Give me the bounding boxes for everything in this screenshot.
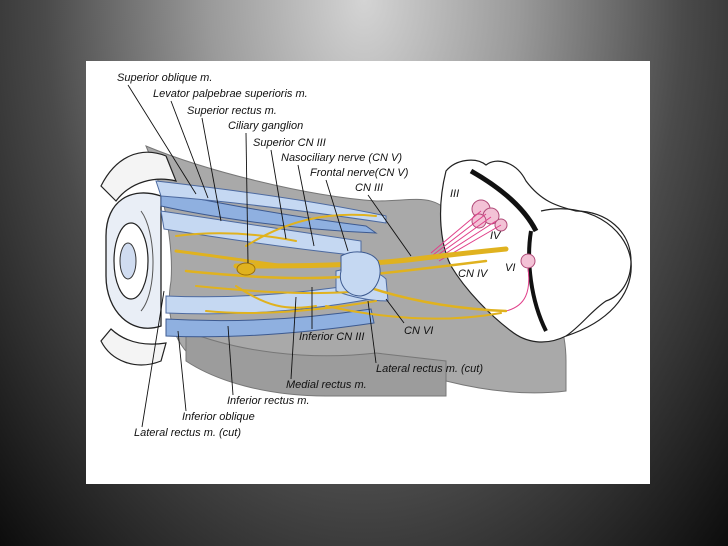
orbit-bone-lower	[185, 330, 447, 397]
abducens-nucleus	[520, 253, 536, 269]
label-nasociliary: Nasociliary nerve (CN V)	[281, 152, 402, 164]
label-inferior-oblique: Inferior oblique	[182, 411, 255, 423]
cerebral-peduncle-line	[469, 168, 539, 233]
lower-eyelid	[100, 328, 167, 366]
label-cn3: CN III	[355, 182, 383, 194]
superior-oblique-muscle	[160, 190, 378, 234]
levator-muscle	[155, 180, 387, 224]
orbit-nerve-diagram: Superior oblique m. Levator palpebrae su…	[100, 72, 632, 439]
label-cn4: CN IV	[458, 268, 489, 280]
label-nucleus-6: VI	[505, 262, 515, 274]
label-lateral-rectus-cut-right: Lateral rectus m. (cut)	[376, 363, 483, 375]
label-inferior-rectus: Inferior rectus m.	[227, 395, 310, 407]
diagram-slide: Superior oblique m. Levator palpebrae su…	[86, 61, 650, 484]
label-lateral-rectus-cut-left: Lateral rectus m. (cut)	[134, 427, 241, 439]
label-superior-rectus: Superior rectus m.	[187, 105, 277, 117]
inferior-rectus-muscle	[165, 308, 375, 338]
label-inferior-cn3: Inferior CN III	[299, 331, 364, 343]
upper-eyelid	[100, 151, 177, 202]
label-medial-rectus: Medial rectus m.	[286, 379, 367, 391]
eyeball	[105, 192, 162, 329]
cavernous-sinus	[339, 251, 381, 297]
label-superior-oblique: Superior oblique m.	[117, 72, 212, 84]
leader-lines	[127, 84, 412, 428]
label-nucleus-4: IV	[490, 230, 502, 242]
label-levator: Levator palpebrae superioris m.	[153, 88, 308, 100]
label-frontal: Frontal nerve(CN V)	[310, 167, 409, 179]
label-cn6: CN VI	[404, 325, 433, 337]
ciliary-ganglion	[236, 262, 256, 276]
brainstem-dark-band	[527, 230, 548, 332]
label-superior-cn3: Superior CN III	[253, 137, 326, 149]
label-ciliary-ganglion: Ciliary ganglion	[228, 120, 303, 132]
pons	[540, 208, 632, 337]
label-nucleus-3: III	[450, 188, 459, 200]
